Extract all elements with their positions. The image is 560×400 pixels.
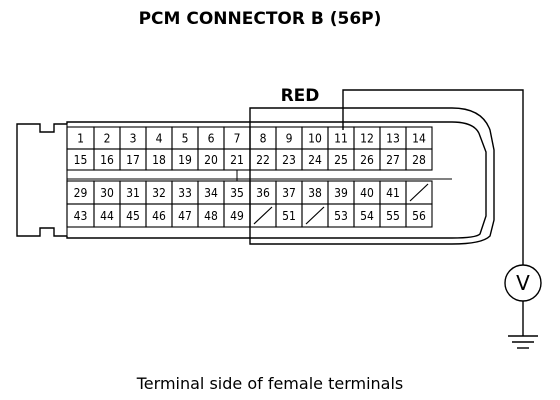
pin-number-29: 29 — [74, 186, 88, 200]
pin-number-7: 7 — [234, 132, 241, 146]
pin-number-28: 28 — [412, 153, 426, 167]
pin-number-38: 38 — [308, 186, 322, 200]
pin-number-43: 43 — [74, 209, 88, 223]
pin-number-9: 9 — [286, 132, 293, 146]
pin-number-14: 14 — [412, 132, 426, 146]
pin-number-16: 16 — [100, 153, 114, 167]
pin-number-2: 2 — [104, 132, 111, 146]
pin-number-26: 26 — [360, 153, 374, 167]
pin-number-10: 10 — [308, 132, 322, 146]
pin-number-24: 24 — [308, 153, 322, 167]
pin-number-8: 8 — [260, 132, 267, 146]
pin-number-3: 3 — [130, 132, 137, 146]
pin-number-20: 20 — [204, 153, 218, 167]
connector-housing — [16, 121, 487, 239]
pin-number-40: 40 — [360, 186, 374, 200]
pin-number-49: 49 — [230, 209, 244, 223]
pin-number-1: 1 — [77, 132, 84, 146]
pin-number-35: 35 — [230, 186, 244, 200]
red-frame — [249, 107, 495, 245]
pin-number-31: 31 — [126, 186, 140, 200]
pin-number-37: 37 — [282, 186, 296, 200]
pin-number-36: 36 — [256, 186, 270, 200]
diagram-title: PCM CONNECTOR B (56P) — [139, 9, 382, 29]
pin-number-25: 25 — [334, 153, 348, 167]
pin-number-12: 12 — [360, 132, 374, 146]
empty-pin-slash — [305, 206, 325, 225]
pin-number-5: 5 — [182, 132, 189, 146]
pin-number-34: 34 — [204, 186, 218, 200]
pin-number-41: 41 — [386, 186, 400, 200]
lower-pin-block: 29 30 31 32 33 34 35 36 37 38 39 40 41 43 44 45 46 47 48 49… — [66, 180, 433, 228]
pin-number-45: 45 — [126, 209, 140, 223]
empty-pin-slash — [409, 183, 429, 202]
empty-pin-slash — [253, 206, 273, 225]
pin-number-30: 30 — [100, 186, 114, 200]
pin-number-15: 15 — [74, 153, 88, 167]
pin-number-17: 17 — [126, 153, 140, 167]
pin-number-47: 47 — [178, 209, 192, 223]
pin-number-46: 46 — [152, 209, 166, 223]
pin-number-13: 13 — [386, 132, 400, 146]
pin-number-55: 55 — [386, 209, 400, 223]
pin-number-44: 44 — [100, 209, 114, 223]
diagram-caption: Terminal side of female terminals — [136, 374, 404, 393]
pin-number-27: 27 — [386, 153, 400, 167]
pin-number-56: 56 — [412, 209, 426, 223]
pin-cell — [405, 148, 433, 171]
pin-number-19: 19 — [178, 153, 192, 167]
pin-number-23: 23 — [282, 153, 296, 167]
pin-cell — [405, 203, 433, 228]
pin-number-39: 39 — [334, 186, 348, 200]
pin-number-54: 54 — [360, 209, 374, 223]
pin-number-33: 33 — [178, 186, 192, 200]
probe-wire — [342, 89, 524, 265]
pin-number-11: 11 — [334, 132, 348, 146]
pin-number-53: 53 — [334, 209, 348, 223]
red-highlight-label: RED — [281, 86, 320, 106]
pin-number-18: 18 — [152, 153, 166, 167]
pin-number-6: 6 — [208, 132, 215, 146]
pin-number-51: 51 — [282, 209, 296, 223]
pin-number-4: 4 — [156, 132, 163, 146]
pin-number-32: 32 — [152, 186, 166, 200]
pin-number-48: 48 — [204, 209, 218, 223]
voltmeter-symbol: V — [516, 271, 530, 295]
ground-icon — [508, 301, 538, 349]
pin-number-21: 21 — [230, 153, 244, 167]
pin-number-22: 22 — [256, 153, 270, 167]
